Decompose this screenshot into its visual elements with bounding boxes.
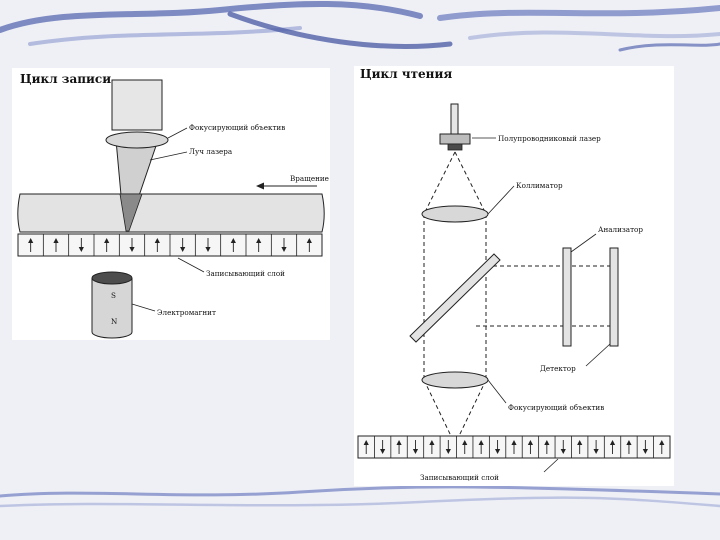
domain-arrow-down-icon [445, 449, 451, 454]
domain-arrow-up-icon [609, 440, 616, 445]
electromagnet-top [91, 271, 133, 285]
read-focusing-lens [421, 371, 489, 389]
domain-arrow-up-icon [659, 440, 665, 445]
read-domain-arrows [363, 436, 665, 458]
domain-arrow-up-icon [28, 238, 34, 243]
domain-arrow-up-icon [396, 440, 402, 445]
beam-focus-tip [119, 193, 143, 232]
domain-arrow-down-icon [412, 449, 419, 454]
recording-layer-label: Записывающий слой [206, 269, 285, 278]
pole-s-label: S [111, 291, 116, 300]
domain-arrow-down-icon [205, 247, 211, 252]
write-cycle-title: Цикл записи [20, 72, 111, 86]
laser-stem [450, 103, 459, 135]
focusing-lens-label: Фокусирующий объектив [189, 123, 285, 132]
domain-arrow-down-icon [180, 247, 186, 252]
domain-arrow-up-icon [527, 440, 534, 445]
electromagnet-label: Электромагнит [157, 308, 216, 317]
electromagnet-body [91, 278, 133, 339]
domain-arrow-up-icon [154, 238, 160, 243]
read-focusing-lens-label: Фокусирующий объектив [508, 403, 604, 412]
domain-arrow-up-icon [256, 238, 262, 243]
domain-arrow-up-icon [230, 238, 236, 243]
domain-arrow-up-icon [577, 440, 583, 445]
collimator-lens [421, 205, 489, 223]
semiconductor-laser-label: Полупроводниковый лазер [498, 134, 601, 143]
write-cycle-panel: Цикл записи Вращение S N [12, 68, 330, 340]
domain-arrow-down-icon [129, 247, 135, 252]
domain-arrow-up-icon [429, 440, 435, 445]
detector-label: Детектор [540, 364, 576, 373]
domain-arrow-down-icon [78, 247, 84, 252]
domain-arrow-up-icon [626, 440, 632, 445]
write-domain-arrows [28, 234, 312, 256]
domain-arrow-up-icon [511, 440, 517, 445]
analyzer-label: Анализатор [598, 225, 643, 234]
pole-n-label: N [111, 317, 117, 326]
domain-arrow-up-icon [306, 238, 312, 243]
domain-arrow-up-icon [363, 440, 369, 445]
disc-substrate [17, 193, 325, 233]
read-cycle-panel: Цикл чтения Полупроводниковый лазер [354, 66, 674, 486]
lens-holder [111, 79, 163, 131]
domain-arrow-up-icon [478, 440, 484, 445]
semiconductor-laser [439, 133, 471, 145]
domain-arrow-up-icon [462, 440, 468, 445]
domain-arrow-down-icon [560, 449, 566, 454]
domain-arrow-down-icon [642, 449, 648, 454]
domain-arrow-down-icon [380, 449, 386, 454]
focusing-lens [105, 131, 169, 149]
domain-arrow-up-icon [104, 238, 110, 243]
read-cycle-title: Цикл чтения [360, 67, 452, 81]
rotation-arrow [256, 182, 264, 190]
domain-arrow-down-icon [593, 449, 599, 454]
beam-splitter [409, 253, 501, 343]
domain-arrow-down-icon [494, 449, 501, 454]
analyzer-plate [562, 247, 572, 347]
collimator-label: Коллиматор [516, 181, 563, 190]
rotation-label: Вращение [290, 174, 329, 183]
domain-arrow-up-icon [53, 238, 59, 243]
read-recording-layer-label: Записывающий слой [420, 473, 499, 482]
detector-plate [609, 247, 619, 347]
laser-beam-label: Луч лазера [189, 147, 233, 156]
domain-arrow-down-icon [281, 247, 287, 252]
domain-arrow-up-icon [544, 440, 550, 445]
